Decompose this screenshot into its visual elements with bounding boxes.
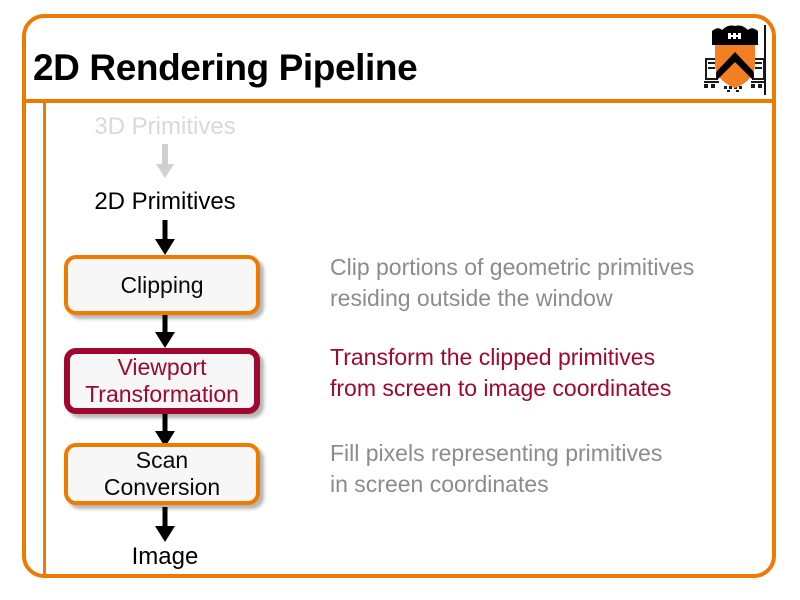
stage-label-scan-line1: Scan xyxy=(135,447,189,473)
description-clipping-line1: Clip portions of geometric primitives xyxy=(330,254,695,280)
description-viewport-transformation: Transform the clipped primitives from sc… xyxy=(330,342,760,404)
description-scan-line1: Fill pixels representing primitives xyxy=(330,440,663,466)
stage-label-viewport-line1: Viewport xyxy=(117,354,207,380)
arrow-down-to-viewport-icon xyxy=(55,315,275,349)
arrow-down-faded-icon xyxy=(55,144,275,180)
description-viewport-line2: from screen to image coordinates xyxy=(330,375,672,401)
stage-label-scan-line2: Conversion xyxy=(103,474,221,500)
arrow-down-to-clipping-icon xyxy=(55,220,275,256)
princeton-shield-logo xyxy=(698,24,772,96)
content-left-rule xyxy=(43,99,46,578)
arrow-down-to-image-icon xyxy=(55,505,275,543)
stage-label-clipping: Clipping xyxy=(120,271,204,298)
pipeline-stage-scan-conversion[interactable]: Scan Conversion xyxy=(64,443,260,505)
page-title: 2D Rendering Pipeline xyxy=(33,47,418,88)
description-scan-line2: in screen coordinates xyxy=(330,471,549,497)
flow-label-3d-primitives: 3D Primitives xyxy=(94,113,236,140)
description-clipping-line2: residing outside the window xyxy=(330,285,613,311)
arrow-down-to-scan-conversion-icon xyxy=(55,414,275,448)
pipeline-flow-column: 3D Primitives 2D Primitives Clipping xyxy=(55,108,275,570)
flow-label-image: Image xyxy=(131,543,199,570)
pipeline-stage-viewport-transformation[interactable]: Viewport Transformation xyxy=(64,348,260,414)
title-divider-rule xyxy=(22,99,776,103)
description-viewport-line1: Transform the clipped primitives xyxy=(330,344,656,370)
description-scan-conversion: Fill pixels representing primitives in s… xyxy=(330,438,760,500)
flow-label-2d-primitives: 2D Primitives xyxy=(94,188,236,215)
pipeline-stage-clipping[interactable]: Clipping xyxy=(64,255,260,315)
stage-label-viewport-line2: Transformation xyxy=(85,381,239,407)
description-clipping: Clip portions of geometric primitives re… xyxy=(330,252,760,314)
